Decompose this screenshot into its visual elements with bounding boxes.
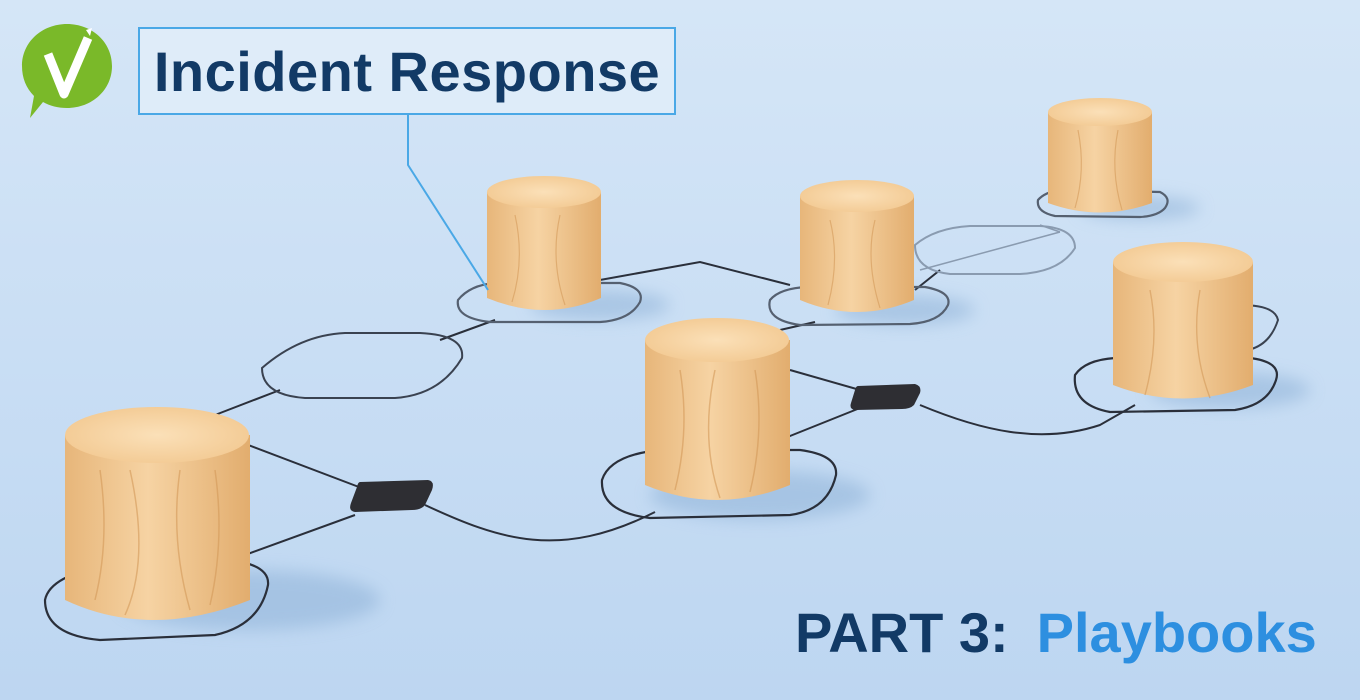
part-title: Playbooks xyxy=(1036,601,1317,664)
decision-nodes xyxy=(350,384,921,512)
empty-nodes xyxy=(260,225,1280,399)
title-callout: Incident Response xyxy=(138,27,676,115)
part-number: PART 3: xyxy=(795,601,1009,664)
part-caption: PART 3: Playbooks xyxy=(795,600,1317,665)
checkmark-speech-bubble-icon xyxy=(22,24,112,118)
flow-connectors xyxy=(214,260,1136,556)
wooden-cylinders xyxy=(65,98,1253,620)
page-title: Incident Response xyxy=(153,39,661,103)
